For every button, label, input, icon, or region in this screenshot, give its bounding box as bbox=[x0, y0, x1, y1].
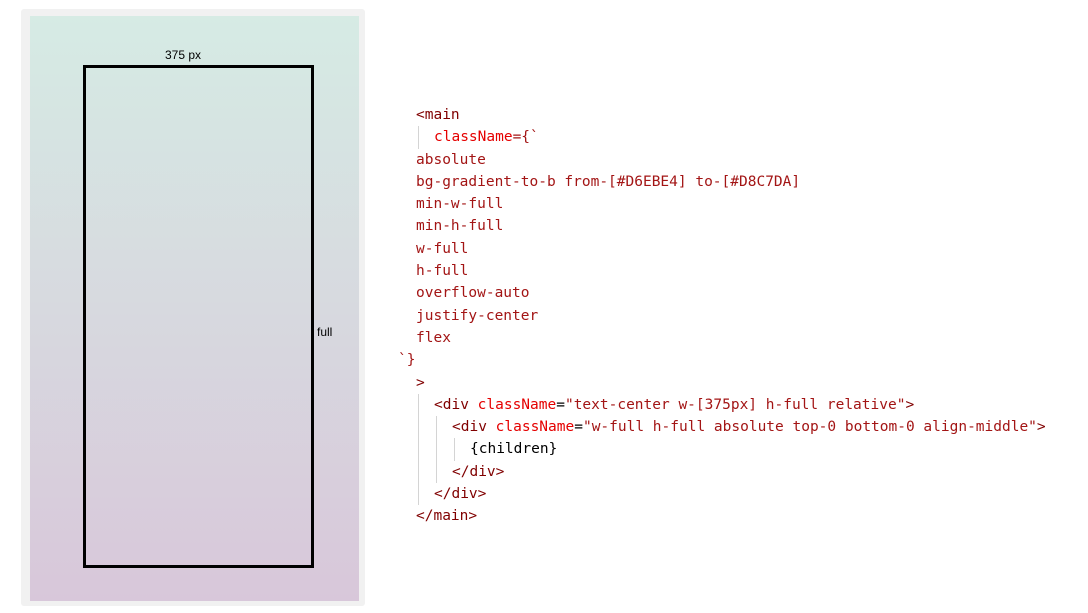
code-token: <div bbox=[452, 419, 496, 436]
code-line: {children} bbox=[398, 438, 1046, 461]
code-token: w-full bbox=[416, 240, 469, 257]
code-token: flex bbox=[416, 329, 451, 346]
code-line: <div className="text-center w-[375px] h-… bbox=[398, 393, 1046, 417]
code-line: className={` bbox=[398, 126, 1046, 149]
code-token: bg-gradient-to-b from-[#D6EBE4] to-[#D8C… bbox=[416, 173, 801, 190]
code-line: justify-center bbox=[398, 305, 1046, 327]
indent-guide bbox=[436, 416, 437, 439]
code-token: overflow-auto bbox=[416, 285, 530, 302]
indent-guide bbox=[418, 126, 419, 149]
code-token: <main bbox=[416, 107, 460, 123]
code-token: > bbox=[905, 396, 915, 413]
code-line: > bbox=[398, 372, 1046, 394]
code-token: {children} bbox=[470, 441, 558, 458]
code-token: > bbox=[1036, 419, 1046, 436]
indent-guide bbox=[418, 416, 419, 439]
code-line: bg-gradient-to-b from-[#D6EBE4] to-[#D8C… bbox=[398, 171, 1046, 193]
code-token: `} bbox=[398, 352, 416, 369]
code-line: </div> bbox=[398, 460, 1046, 484]
code-token: min-h-full bbox=[416, 218, 504, 235]
code-line: h-full bbox=[398, 260, 1046, 282]
code-token: ={` bbox=[512, 129, 539, 146]
code-token: className bbox=[495, 419, 575, 436]
code-token: </main> bbox=[416, 508, 478, 525]
indent-guide bbox=[418, 460, 419, 484]
code-token: className bbox=[477, 396, 557, 413]
indent-guide bbox=[418, 393, 419, 417]
code-line: `} bbox=[398, 349, 1046, 371]
code-token: </div> bbox=[452, 463, 505, 480]
code-line: flex bbox=[398, 327, 1046, 349]
code-token: "w-full h-full absolute top-0 bottom-0 a… bbox=[582, 419, 1037, 436]
code-token: h-full bbox=[416, 263, 469, 280]
code-token: <div bbox=[434, 396, 478, 413]
indent-guide bbox=[436, 460, 437, 484]
code-token: absolute bbox=[416, 151, 486, 168]
viewport-box bbox=[83, 65, 314, 568]
code-line: </div> bbox=[398, 483, 1046, 506]
indent-guide bbox=[418, 438, 419, 461]
code-token: </div> bbox=[434, 486, 487, 503]
code-line: min-h-full bbox=[398, 215, 1046, 237]
code-token: min-w-full bbox=[416, 196, 504, 213]
code-token: "text-center w-[375px] h-full relative" bbox=[564, 396, 906, 413]
code-line: <main bbox=[398, 104, 1046, 126]
code-token: justify-center bbox=[416, 307, 539, 324]
code-token: > bbox=[416, 374, 425, 391]
code-line: min-w-full bbox=[398, 193, 1046, 215]
height-label: full bbox=[317, 325, 333, 339]
indent-guide bbox=[418, 483, 419, 506]
code-token: = bbox=[574, 419, 583, 436]
code-line: absolute bbox=[398, 149, 1046, 171]
indent-guide bbox=[436, 438, 437, 461]
indent-guide bbox=[454, 438, 455, 461]
code-line: </main> bbox=[398, 505, 1046, 527]
code-line: overflow-auto bbox=[398, 282, 1046, 304]
code-token: = bbox=[556, 396, 565, 413]
code-token: className bbox=[434, 129, 513, 146]
code-line: <div className="w-full h-full absolute t… bbox=[398, 416, 1046, 439]
code-line: w-full bbox=[398, 238, 1046, 260]
width-label: 375 px bbox=[165, 48, 202, 62]
